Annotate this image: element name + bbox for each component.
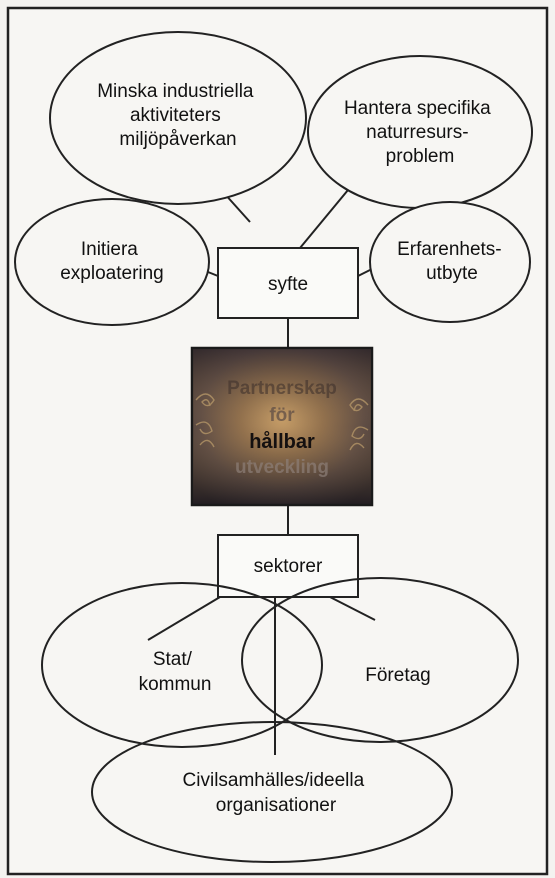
sector-label-stat: Stat/ kommun — [139, 649, 212, 695]
swirl-ornament-right — [349, 398, 369, 451]
sector-ellipse-civil — [91, 721, 453, 863]
connector-foretag — [329, 596, 376, 621]
purpose-ellipse-initiera — [14, 198, 210, 326]
purpose-box-label: syfte — [268, 274, 308, 295]
center-line-3: hållbar — [249, 430, 315, 453]
purpose-hantera-line-2: naturresurs- — [366, 122, 468, 143]
sector-ellipse-stat — [41, 582, 323, 748]
sectors-box — [217, 534, 359, 598]
sector-civil-line-2: organisationer — [216, 795, 337, 816]
purpose-hantera-line-3: problem — [386, 146, 455, 167]
sector-stat-line-1: Stat/ — [153, 649, 193, 670]
purpose-label-hantera: Hantera specifika naturresurs- problem — [344, 98, 496, 167]
purpose-label-minska: Minska industriella aktiviteters miljöpå… — [97, 81, 259, 150]
sector-label-foretag: Företag — [365, 665, 430, 686]
purpose-minska-line-2: aktiviteters — [130, 105, 221, 126]
sector-civil-line-1: Civilsamhälles/ideella — [183, 770, 365, 791]
sector-stat-line-2: kommun — [139, 674, 212, 695]
purpose-minska-line-3: miljöpåverkan — [119, 129, 236, 150]
purpose-minska-line-1: Minska industriella — [97, 81, 254, 102]
purpose-initiera-line-1: Initiera — [81, 239, 138, 260]
purpose-label-initiera: Initiera exploatering — [60, 239, 164, 284]
center-line-1: Partnerskap — [227, 378, 337, 399]
center-line-2: för — [269, 405, 295, 426]
connector-stat — [147, 596, 221, 641]
center-image: Partnerskap för hållbar utveckling — [190, 346, 374, 507]
sectors-box-label: sektorer — [254, 556, 323, 577]
purpose-ellipse-minska — [49, 31, 307, 205]
purpose-hantera-line-1: Hantera specifika — [344, 98, 491, 119]
purpose-label-erfarenhet: Erfarenhets- utbyte — [397, 239, 507, 284]
purpose-initiera-line-2: exploatering — [60, 263, 164, 284]
sector-ellipse-foretag — [241, 577, 519, 743]
purpose-ellipse-erfarenhet — [369, 201, 531, 323]
center-line-4: utveckling — [235, 457, 329, 478]
purpose-erfarenhet-line-2: utbyte — [426, 263, 478, 284]
purpose-erfarenhet-line-1: Erfarenhets- — [397, 239, 502, 260]
swirl-ornament-left — [195, 393, 215, 448]
sector-label-civil: Civilsamhälles/ideella organisationer — [183, 770, 370, 816]
purpose-box — [217, 247, 359, 319]
center-image-shade — [193, 349, 371, 504]
connector-hantera — [299, 189, 349, 249]
